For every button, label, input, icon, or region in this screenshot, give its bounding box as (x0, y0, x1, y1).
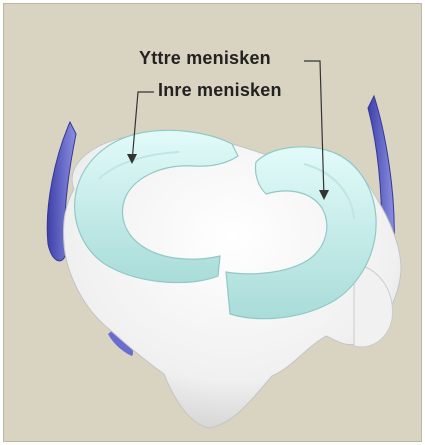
diagram-frame: Yttre menisken Inre menisken (3, 3, 422, 442)
inner-meniscus-label: Inre menisken (158, 80, 282, 101)
knee-illustration (4, 4, 422, 442)
outer-meniscus-label: Yttre menisken (139, 48, 271, 69)
